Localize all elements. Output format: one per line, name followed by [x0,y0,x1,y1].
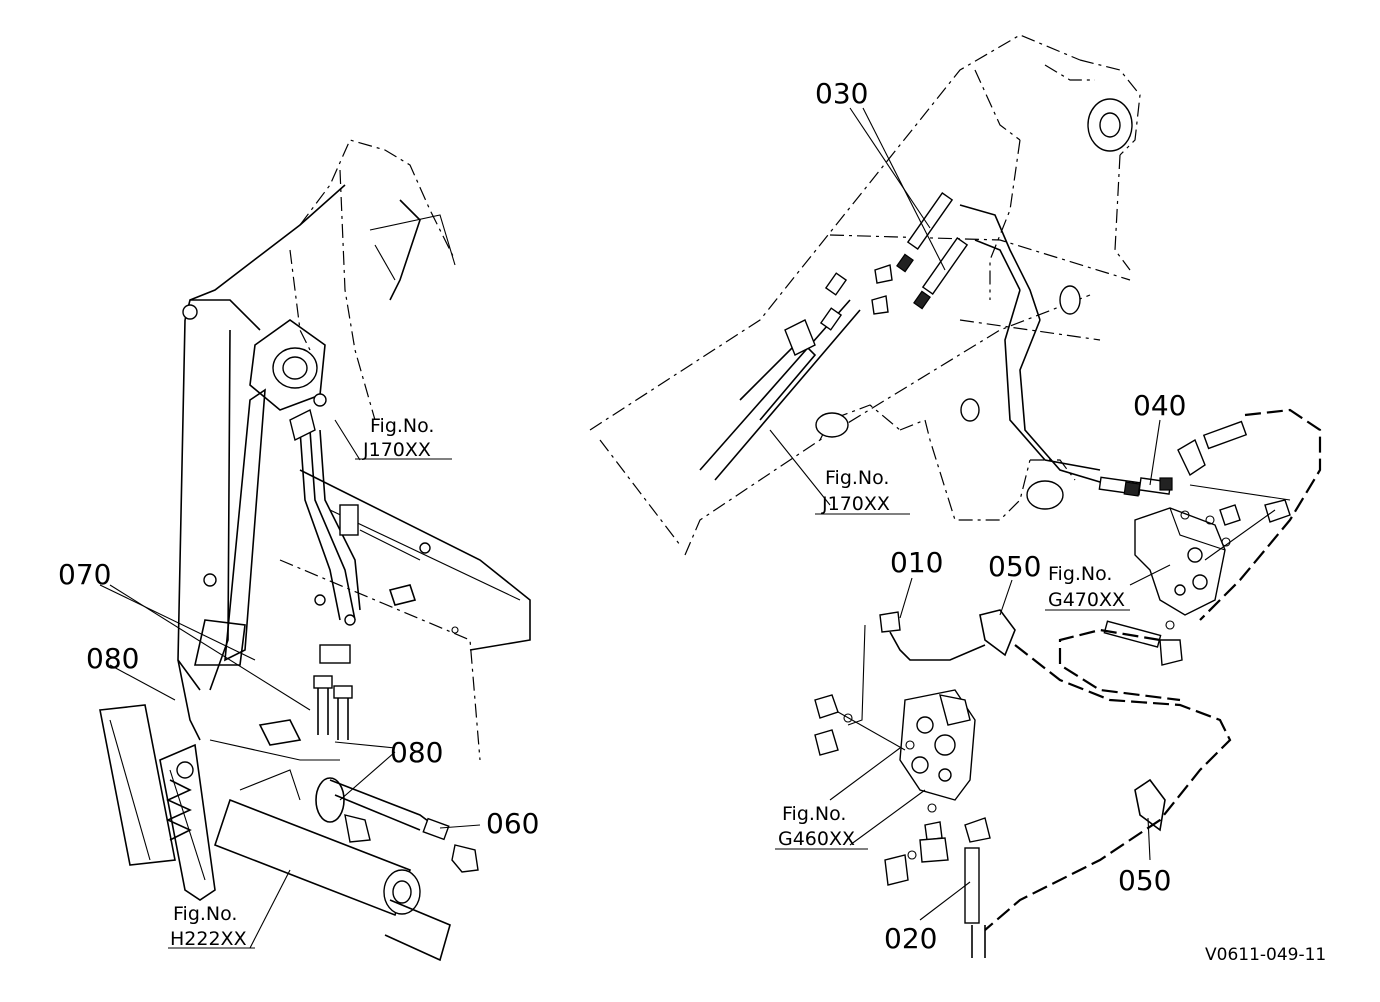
callout-030: 030 [815,77,868,110]
fig-ref-h222-line1: Fig.No. [173,903,237,925]
fig-ref-g470-line2: G470XX [1048,589,1125,611]
fig-ref-j170-right-line1: Fig.No. [825,467,889,489]
hose-routing [971,408,1322,958]
callout-080-left: 080 [86,642,139,675]
right-boom-assembly [589,34,1141,556]
fig-ref-g470-line1: Fig.No. [1048,563,1112,585]
valve-block-g470 [1098,420,1291,666]
drawing-code: V0611-049-11 [1205,945,1326,965]
fig-ref-j170-left-line2: J170XX [362,439,431,461]
fig-ref-h222-line2: H222XX [170,928,247,950]
fig-ref-j170-right-line2: J170XX [821,493,890,515]
callout-050-upper: 050 [988,550,1041,583]
leader-lines [99,107,1171,949]
fig-ref-g460-line2: G460XX [778,828,855,850]
valve-block-g460 [814,611,991,924]
callout-080-right: 080 [390,736,443,769]
callout-050-lower: 050 [1118,864,1171,897]
left-loader-arm-assembly [99,139,531,962]
figure-references: Fig.No. J170XX Fig.No. J170XX Fig.No. G4… [170,415,1125,950]
callout-040: 040 [1133,389,1186,422]
fig-ref-g460-line1: Fig.No. [782,803,846,825]
callout-060: 060 [486,807,539,840]
callout-010: 010 [890,546,943,579]
callout-070: 070 [58,558,111,591]
callout-labels: 030 040 010 050 050 020 070 080 080 060 [58,77,1186,955]
fig-ref-j170-left-line1: Fig.No. [370,415,434,437]
callout-020: 020 [884,922,937,955]
